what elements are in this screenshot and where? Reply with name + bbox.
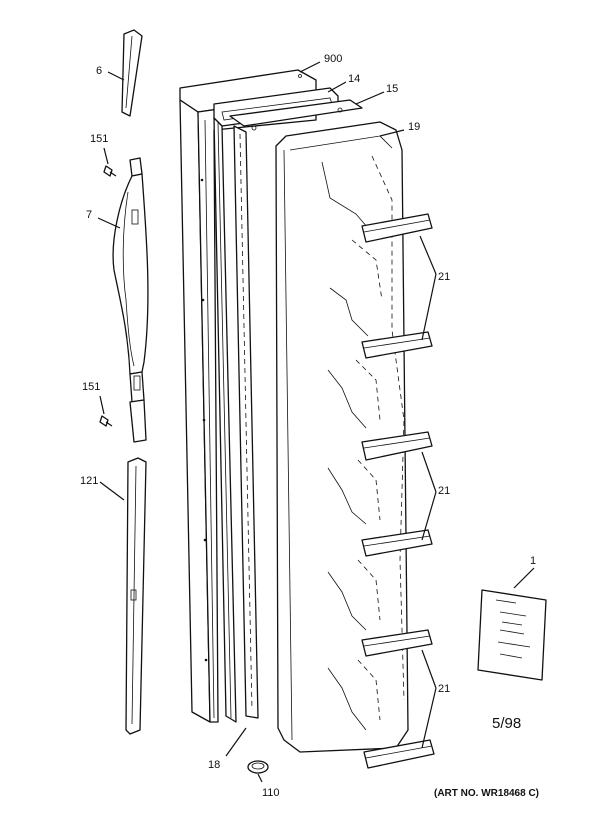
callout-151-top: 151 (90, 133, 108, 145)
art-number: (ART NO. WR18468 C) (434, 788, 539, 799)
handle-cap (121, 29, 143, 117)
handle-screw-top (103, 165, 117, 177)
callout-1: 1 (530, 555, 536, 567)
callout-21-upper: 21 (438, 271, 450, 283)
callout-7: 7 (86, 209, 92, 221)
callout-19: 19 (408, 121, 420, 133)
handle-screw-bottom (99, 415, 113, 427)
door-shelf-4 (361, 529, 433, 557)
door-shelf-6 (363, 739, 435, 769)
callout-18: 18 (208, 759, 220, 771)
handle-trim (125, 457, 147, 735)
door-gasket (213, 87, 339, 723)
date-code: 5/98 (492, 715, 521, 732)
door-shelf-1 (361, 213, 433, 243)
door-shelf-3 (361, 431, 433, 461)
breaker-strip (229, 99, 363, 719)
plug-button (247, 760, 269, 774)
callout-151-bottom: 151 (82, 381, 100, 393)
door-shelf-5 (361, 629, 433, 657)
callout-15: 15 (386, 83, 398, 95)
callout-21-middle: 21 (438, 485, 450, 497)
door-shelf-2 (361, 331, 433, 359)
callout-900: 900 (324, 53, 342, 65)
callout-110: 110 (262, 787, 280, 799)
callout-121: 121 (80, 475, 98, 487)
door-liner (275, 121, 409, 753)
callout-21-lower: 21 (438, 683, 450, 695)
callout-14: 14 (348, 73, 360, 85)
callout-6: 6 (96, 65, 102, 77)
leader-lines (97, 61, 535, 783)
literature-booklet (477, 589, 547, 681)
door-handle (112, 157, 149, 443)
